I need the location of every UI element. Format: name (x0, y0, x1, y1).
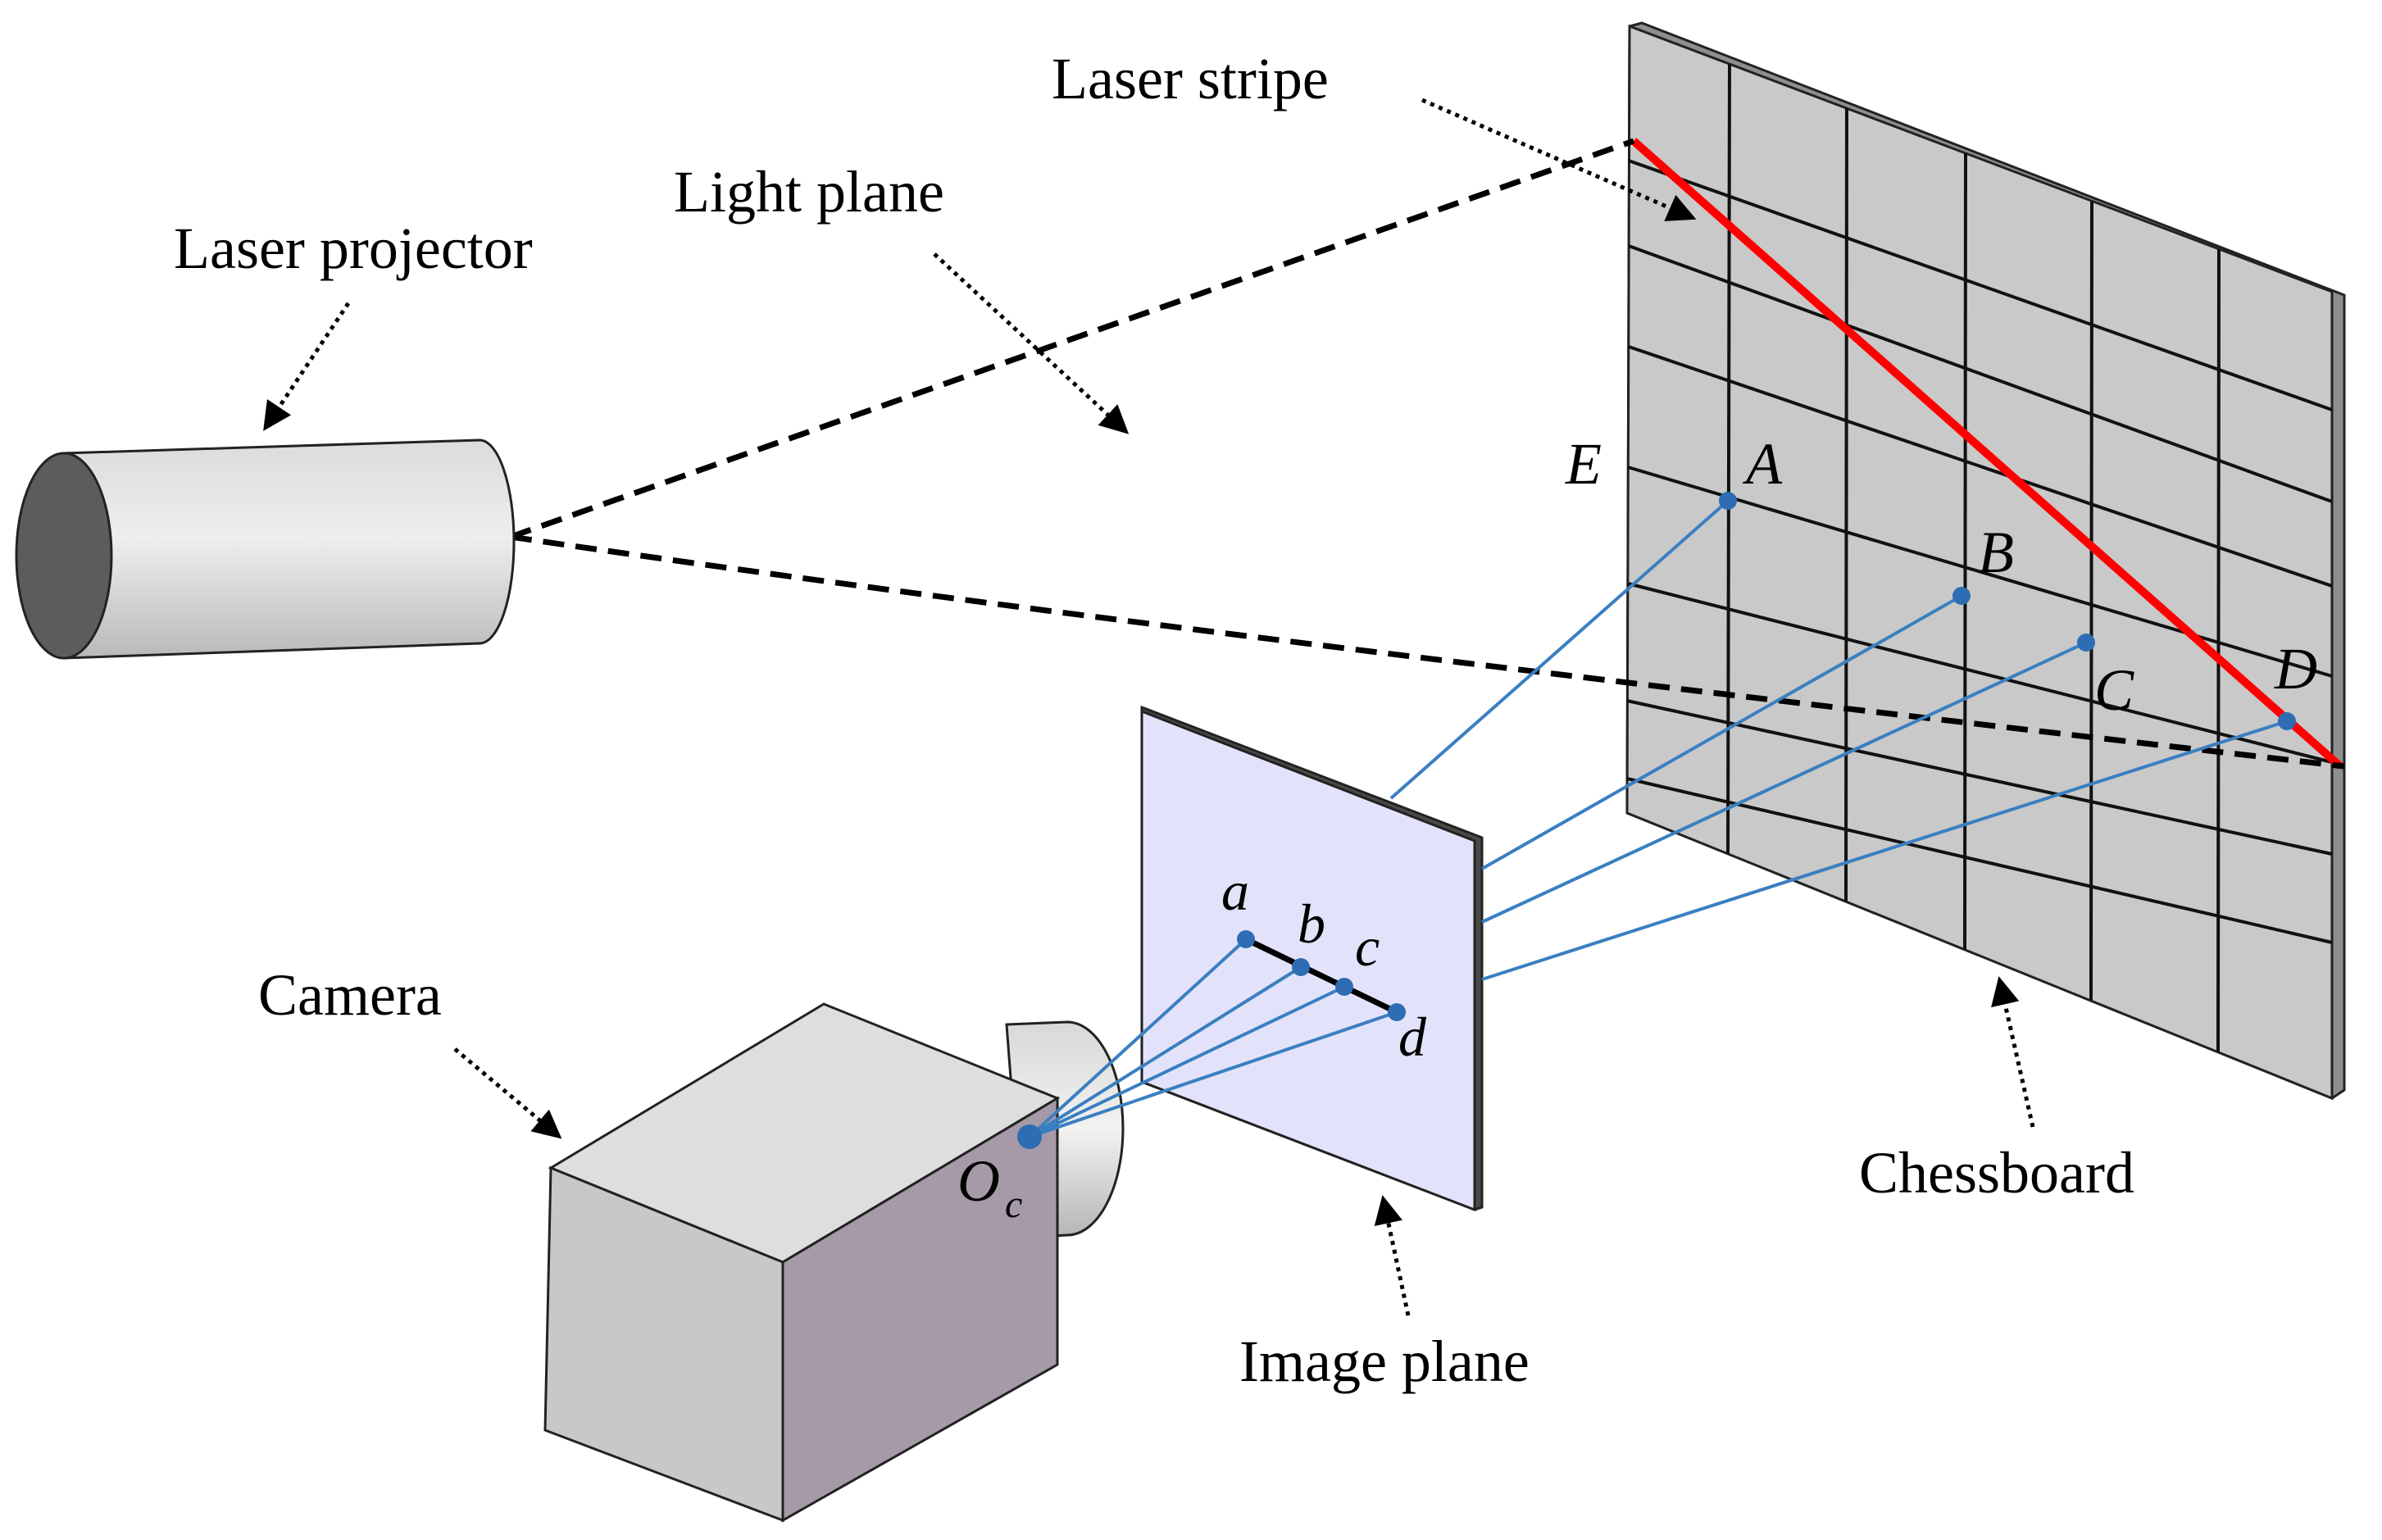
label-laser-stripe: Laser stripe (1052, 46, 1329, 111)
points (1017, 492, 2296, 1149)
label-point-A: A (1743, 431, 1783, 497)
laser-stripe-line (1630, 138, 2343, 770)
laser-projector (15, 438, 516, 660)
point-a (1237, 930, 1255, 948)
image-plane-face (1140, 709, 1476, 1212)
label-point-C: C (2094, 657, 2134, 723)
camera-front-face (543, 1165, 784, 1523)
image-segment (1244, 936, 1398, 1015)
label-point-a: a (1221, 860, 1249, 922)
label-Oc-sub: c (1005, 1183, 1022, 1226)
label-camera-center: O c (957, 1148, 1022, 1226)
laser-projector-front-face (15, 452, 113, 660)
camera (543, 1002, 1125, 1523)
laser-projector-body (62, 438, 516, 660)
point-b (1292, 958, 1310, 976)
label-chessboard: Chessboard (1859, 1140, 2134, 1206)
pointer-arrows (263, 98, 2035, 1316)
arrow-laser-projector (263, 302, 351, 431)
label-point-B: B (1978, 520, 2014, 585)
label-point-b: b (1298, 893, 1325, 955)
point-c (1335, 978, 1353, 996)
arrow-camera (453, 1047, 562, 1139)
arrow-laser-stripe (1421, 98, 1697, 221)
point-Oc (1017, 1124, 1042, 1149)
label-light-plane: Light plane (674, 159, 944, 225)
point-d (1388, 1003, 1406, 1021)
label-point-E: E (1565, 431, 1602, 497)
arrow-chessboard (1991, 976, 2035, 1128)
projection-rays (1028, 499, 2288, 1138)
label-point-D: D (2274, 636, 2317, 702)
label-camera: Camera (258, 962, 442, 1028)
label-Oc-main: O (957, 1148, 1000, 1214)
label-image-plane: Image plane (1239, 1329, 1530, 1394)
point-D (2278, 712, 2296, 730)
arrow-image-plane (1374, 1195, 1411, 1316)
point-A (1719, 492, 1737, 510)
label-point-c: c (1355, 915, 1380, 978)
arrow-light-plane (933, 252, 1130, 434)
point-C (2077, 634, 2095, 652)
point-B (1952, 587, 1971, 605)
image-plane (1140, 705, 1484, 1212)
light-plane-edges (509, 138, 2345, 770)
label-point-d: d (1398, 1006, 1427, 1068)
label-laser-projector: Laser projector (174, 216, 533, 281)
chessboard-grid (1626, 63, 2333, 1052)
